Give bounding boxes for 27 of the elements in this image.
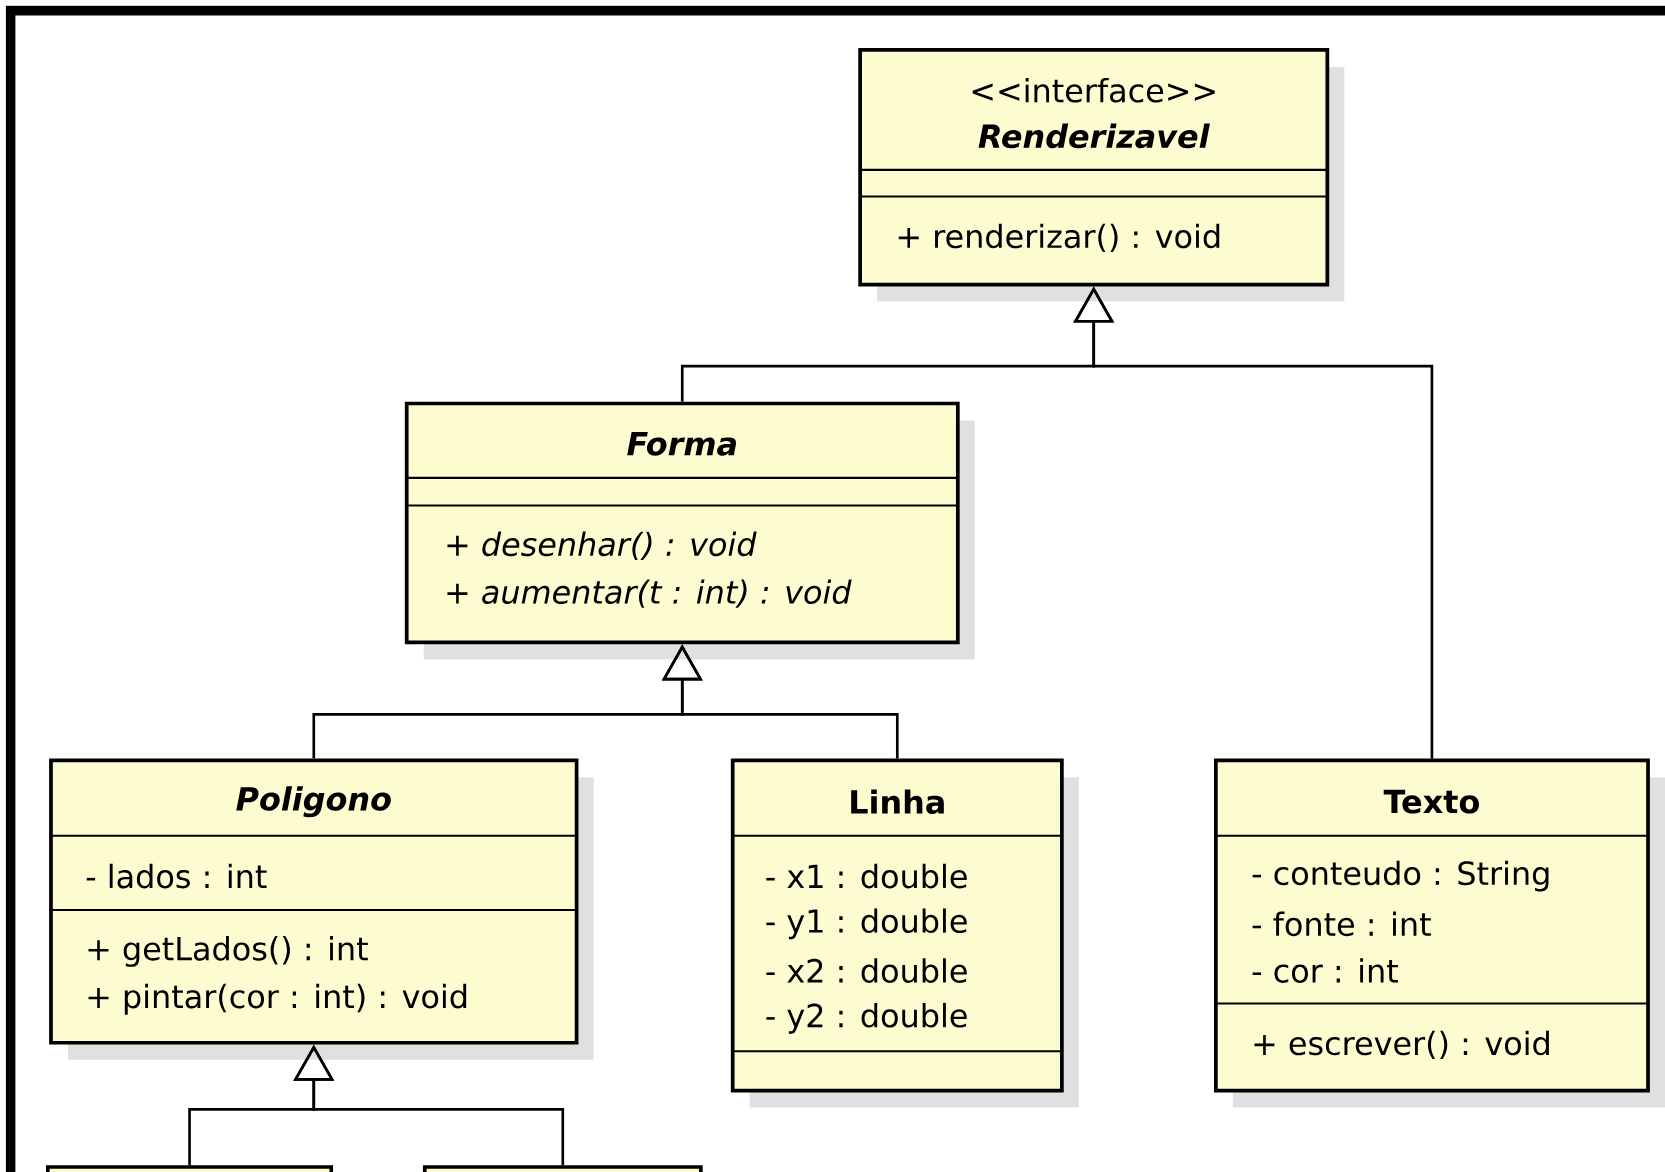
member-text: - lados : int xyxy=(86,863,267,889)
member-text: - y1 : double xyxy=(766,908,967,940)
member-text: - y2 : double xyxy=(766,1002,967,1034)
member-text: + getLados() : int xyxy=(88,935,368,967)
class-box xyxy=(422,1165,703,1172)
member-text: - cor : int xyxy=(1252,958,1398,983)
member-text: - fonte : int xyxy=(1252,911,1431,936)
member-text: + escrever() : void xyxy=(1254,1030,1549,1059)
stereotype-text: <<interface>> xyxy=(972,77,1215,103)
member-text: - x1 : double xyxy=(766,863,967,889)
class-box xyxy=(1214,758,1665,1108)
class-name: Linha xyxy=(851,789,944,814)
method-text: + desenhar() : void xyxy=(447,531,757,560)
class-box xyxy=(730,758,1079,1108)
class-name: Poligono xyxy=(236,786,391,818)
class-box xyxy=(49,758,594,1060)
class-box xyxy=(858,47,1345,302)
member-text: - conteudo : String xyxy=(1252,860,1549,892)
class-name: Texto xyxy=(1383,789,1479,814)
member-text: + pintar(cor : int) : void xyxy=(88,983,467,1015)
class-name: Forma xyxy=(627,431,737,456)
method-text: + aumentar(t : int) : void xyxy=(447,579,852,608)
member-text: + renderizar() : void xyxy=(898,223,1220,252)
member-text: - x2 : double xyxy=(766,958,967,983)
class-name: Renderizavel xyxy=(978,123,1210,149)
class-box xyxy=(404,401,975,660)
class-box xyxy=(45,1165,334,1172)
